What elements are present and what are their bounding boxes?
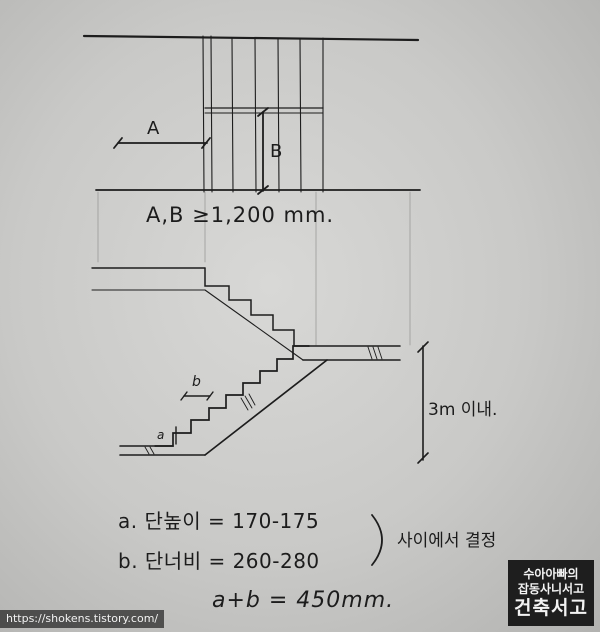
badge-line-2: 잡동사니서고 [517, 582, 585, 596]
flight-hatch [144, 393, 256, 455]
rule-line-b: b. 단너비 = 260-280 [118, 549, 320, 573]
plan-view [82, 34, 421, 195]
rule-line-a: a. 단높이 = 170-175 [118, 509, 320, 533]
section-label-a: a [157, 428, 165, 442]
rule-bracket-note: 사이에서 결정 [397, 531, 497, 551]
blog-logo-badge: 수아아빠의 잡동사니서고 건축서고 [508, 560, 594, 626]
section-label-b: b [192, 374, 201, 390]
source-url-link[interactable]: https://shokens.tistory.com/ [0, 610, 165, 628]
badge-line-3: 건축서고 [514, 597, 588, 619]
section-height-note: 3m 이내. [428, 400, 498, 420]
rules-bracket [371, 514, 383, 566]
lower-flight-steps [154, 345, 310, 447]
lower-flight-underside [204, 359, 328, 456]
rule-formula: a+b = 450mm. [212, 588, 395, 613]
landing-hatch [367, 346, 383, 360]
section-view [91, 191, 429, 464]
plan-dimension-note: A,B ≥1,200 mm. [146, 203, 335, 227]
projection-lines [97, 191, 411, 346]
plan-top-wall [82, 34, 420, 42]
badge-line-1: 수아아빠의 [523, 567, 579, 581]
plan-treads [202, 35, 324, 193]
plan-label-a: A [147, 118, 160, 139]
upper-flight-steps [204, 267, 310, 347]
upper-flight-underside [204, 289, 304, 361]
plan-label-b: B [270, 141, 283, 162]
